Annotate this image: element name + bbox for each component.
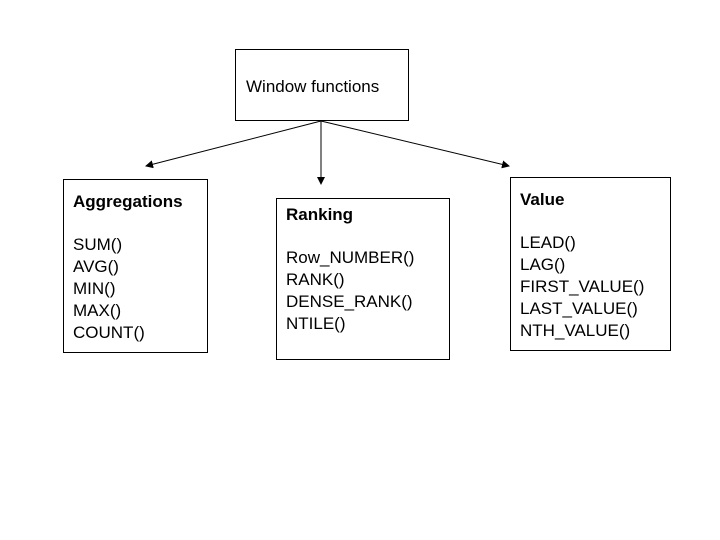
category-box-ranking: Ranking Row_NUMBER() RANK() DENSE_RANK()…: [276, 198, 450, 360]
function-item: AVG(): [73, 257, 119, 276]
root-node-window-functions: Window functions: [235, 49, 409, 121]
function-item: NTH_VALUE(): [520, 321, 631, 340]
function-item: FIRST_VALUE(): [520, 277, 645, 296]
category-title-ranking: Ranking: [286, 205, 354, 224]
function-list-ranking: Row_NUMBER() RANK() DENSE_RANK() NTILE(): [286, 247, 414, 335]
function-item: LAST_VALUE(): [520, 299, 638, 318]
function-item: LAG(): [520, 255, 566, 274]
function-list-value: LEAD() LAG() FIRST_VALUE() LAST_VALUE() …: [520, 232, 644, 342]
function-item: MIN(): [73, 279, 116, 298]
category-title-value: Value: [520, 190, 565, 209]
category-box-value: Value LEAD() LAG() FIRST_VALUE() LAST_VA…: [510, 177, 671, 351]
function-item: Row_NUMBER(): [286, 248, 415, 267]
function-item: COUNT(): [73, 323, 145, 342]
root-node-label: Window functions: [246, 77, 380, 96]
category-box-aggregations: Aggregations SUM() AVG() MIN() MAX() COU…: [63, 179, 208, 353]
function-list-aggregations: SUM() AVG() MIN() MAX() COUNT(): [73, 234, 145, 344]
arrow-to-aggregations: [145, 120, 322, 169]
function-item: LEAD(): [520, 233, 576, 252]
function-item: SUM(): [73, 235, 123, 254]
function-item: DENSE_RANK(): [286, 292, 413, 311]
function-item: NTILE(): [286, 314, 346, 333]
function-item: RANK(): [286, 270, 345, 289]
category-title-aggregations: Aggregations: [73, 192, 183, 211]
arrow-to-value: [320, 120, 510, 169]
function-item: MAX(): [73, 301, 122, 320]
